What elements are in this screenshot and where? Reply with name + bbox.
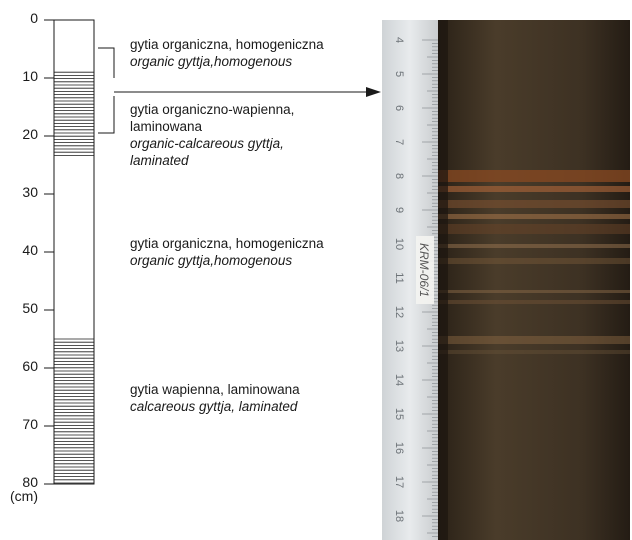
ruler-number: 17 — [393, 476, 405, 488]
description-polish: gytia organiczna, homogeniczna — [130, 36, 324, 53]
ruler-number: 5 — [393, 71, 405, 77]
description-english: organic-calcareous gyttja, — [130, 135, 294, 152]
core-sediment — [438, 20, 630, 540]
description-english-cont: laminated — [130, 152, 294, 169]
description-english: organic gyttja,homogenous — [130, 252, 324, 269]
unit-description-3: gytia organiczna, homogeniczna organic g… — [130, 235, 324, 269]
sample-label-text: KRM-06/1 — [417, 243, 431, 297]
lamina-band — [438, 336, 630, 344]
ruler-number: 14 — [393, 374, 405, 386]
lamina-band — [438, 224, 630, 234]
ruler-number: 12 — [393, 306, 405, 318]
bracket-upper — [98, 48, 114, 78]
ruler-number: 7 — [393, 139, 405, 145]
description-english: organic gyttja,homogenous — [130, 53, 324, 70]
ruler-number: 11 — [393, 272, 405, 283]
unit-description-1: gytia organiczna, homogeniczna organic g… — [130, 36, 324, 70]
lamina-band — [438, 244, 630, 248]
ruler-number: 18 — [393, 510, 405, 522]
description-polish: gytia organiczno-wapienna, — [130, 101, 294, 118]
description-english: calcareous gyttja, laminated — [130, 398, 300, 415]
ruler-number: 10 — [393, 238, 405, 250]
lamina-band — [438, 290, 630, 293]
ruler-number: 8 — [393, 173, 405, 179]
ruler-number: 16 — [393, 442, 405, 454]
ruler-number: 15 — [393, 408, 405, 420]
unit-description-2: gytia organiczno-wapienna, laminowana or… — [130, 101, 294, 169]
bracket-lower — [98, 96, 114, 133]
core-photograph: 4 5 6 7 8 9 10 11 12 13 14 15 16 17 18 KRM-06/1 — [382, 0, 632, 540]
core-column-outline — [54, 20, 94, 484]
sample-label: KRM-06/1 — [416, 236, 434, 304]
ruler-number: 6 — [393, 105, 405, 111]
lamina-band — [438, 350, 630, 354]
lamina-band — [438, 214, 630, 219]
axis-ticks — [44, 20, 54, 484]
core-edge-shadow — [438, 20, 448, 540]
lamina-band — [438, 170, 630, 182]
description-polish: gytia wapienna, laminowana — [130, 381, 300, 398]
lamina-band — [438, 186, 630, 192]
ruler-numbers: 4 5 6 7 8 9 10 11 12 13 14 15 16 17 18 — [393, 37, 405, 522]
description-polish-cont: laminowana — [130, 118, 294, 135]
ruler-number: 4 — [393, 37, 405, 43]
ruler-number: 9 — [393, 207, 405, 213]
lamina-band — [438, 300, 630, 304]
ruler-number: 13 — [393, 340, 405, 352]
lamina-band — [438, 258, 630, 264]
pointer-arrow-head — [366, 87, 381, 97]
lamina-band — [438, 200, 630, 208]
lamination-hatching — [54, 72, 94, 483]
description-polish: gytia organiczna, homogeniczna — [130, 235, 324, 252]
core-log-diagram — [0, 0, 382, 540]
unit-description-4: gytia wapienna, laminowana calcareous gy… — [130, 381, 300, 415]
